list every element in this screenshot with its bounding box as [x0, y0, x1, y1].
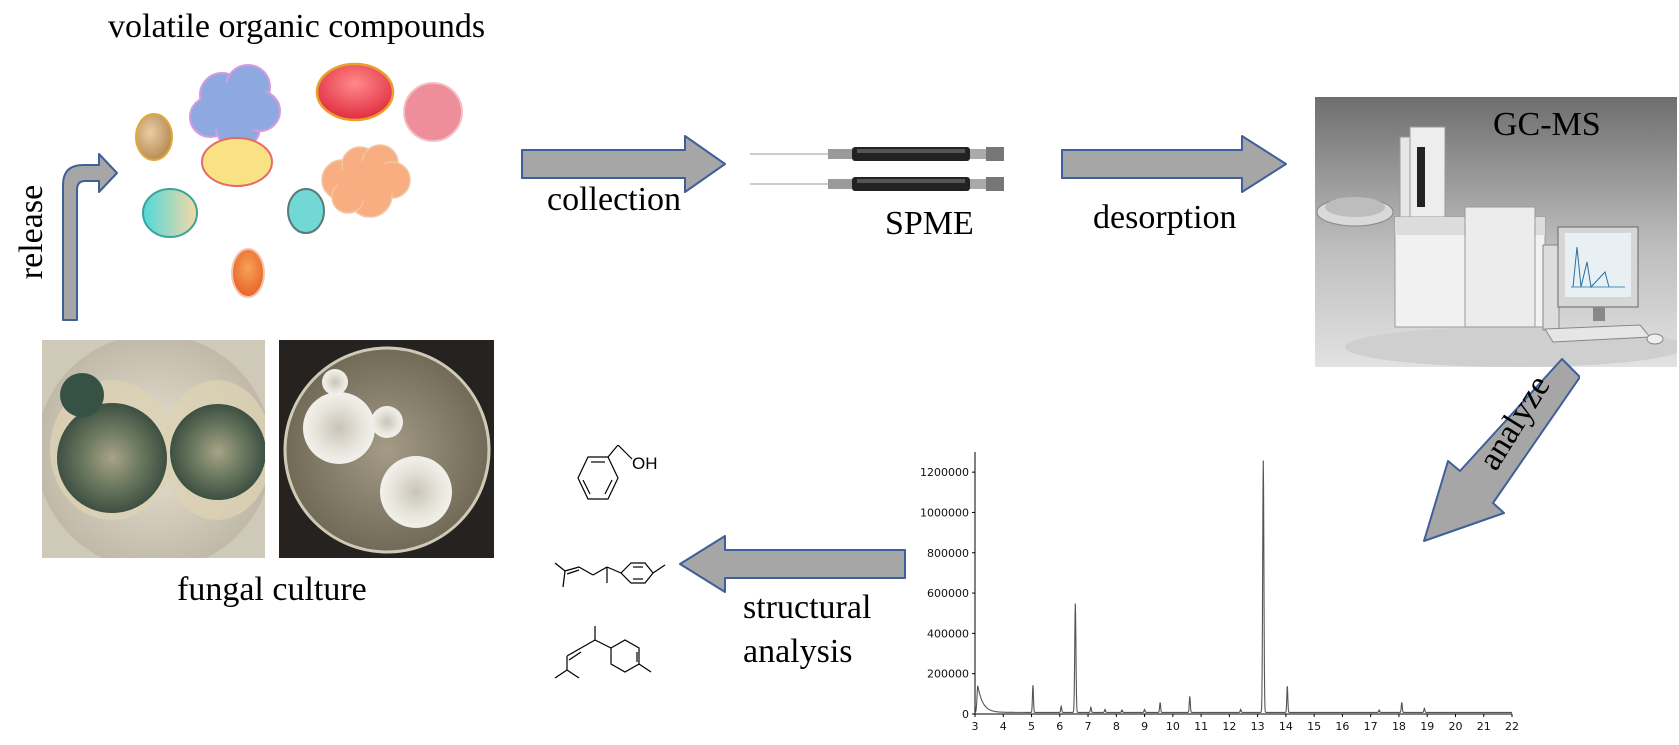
- diagram-title: volatile organic compounds: [108, 8, 486, 45]
- spme-label: SPME: [885, 205, 974, 242]
- petri-dish-photo-green: [42, 340, 265, 558]
- x-tick-label: 6: [1056, 720, 1063, 733]
- yellow-oval-blob: [201, 137, 273, 187]
- chromatogram-chart: 0 200000 400000 600000 800000 1000000 1200000 3…: [920, 452, 1519, 733]
- spme-syringe-top: [750, 147, 1004, 161]
- y-tick-label: 0: [962, 708, 969, 721]
- y-tick-label: 600000: [927, 587, 969, 600]
- x-tick-label: 19: [1420, 720, 1434, 733]
- x-tick-label: 21: [1477, 720, 1491, 733]
- x-tick-label: 13: [1251, 720, 1265, 733]
- peak-11: [1286, 687, 1288, 689]
- peak-10: [1262, 461, 1264, 463]
- peak-4: [1104, 710, 1106, 712]
- petri-dish-photo-white: [279, 340, 494, 558]
- spme-fiber-image: [750, 147, 1004, 191]
- x-tick-label: 16: [1335, 720, 1349, 733]
- peak-14: [1423, 709, 1425, 711]
- release-arrow: [62, 153, 118, 321]
- peak-6: [1143, 710, 1146, 712]
- peak-0: [1032, 686, 1034, 688]
- peak-3: [1090, 708, 1092, 710]
- hydroxyl-label: OH: [632, 454, 658, 473]
- x-tick-label: 7: [1085, 720, 1092, 733]
- release-label: release: [13, 184, 51, 280]
- red-oval-blob: [315, 62, 395, 122]
- x-tick-label: 3: [972, 720, 979, 733]
- peak-12: [1378, 710, 1380, 713]
- gcms-instrument-photo: [1315, 97, 1677, 367]
- x-tick-label: 18: [1392, 720, 1406, 733]
- y-tick-label: 1000000: [920, 506, 969, 519]
- x-tick-label: 20: [1448, 720, 1462, 733]
- x-tick-label: 22: [1505, 720, 1519, 733]
- peak-9: [1240, 710, 1242, 712]
- teal-oval-blob: [287, 188, 325, 234]
- collection-label: collection: [547, 181, 682, 218]
- x-tick-label: 11: [1194, 720, 1208, 733]
- structural-label-line2: analysis: [743, 633, 853, 670]
- voc-blob-cluster: [135, 62, 463, 298]
- y-tick-label: 200000: [927, 668, 969, 681]
- zingiberene-structure: [554, 626, 652, 679]
- desorption-arrow: [1061, 135, 1287, 193]
- analyze-arrow: [1423, 358, 1580, 542]
- ar-curcumene-structure: [554, 562, 666, 588]
- fungal-culture-label: fungal culture: [177, 571, 367, 608]
- structural-label-line1: structural: [743, 589, 872, 626]
- x-tick-label: 5: [1028, 720, 1035, 733]
- x-tick-label: 17: [1364, 720, 1378, 733]
- teal-gradient-blob: [142, 188, 198, 238]
- y-tick-label: 400000: [927, 627, 969, 640]
- peak-1: [1060, 707, 1062, 709]
- desorption-label: desorption: [1093, 199, 1237, 236]
- tan-oval-blob: [135, 113, 173, 161]
- collection-arrow: [521, 135, 726, 193]
- x-tick-label: 15: [1307, 720, 1321, 733]
- peak-7: [1159, 703, 1161, 705]
- peak-5: [1121, 710, 1123, 713]
- orange-oval-blob: [231, 248, 265, 298]
- peak-8: [1189, 697, 1191, 699]
- x-tick-label: 9: [1141, 720, 1148, 733]
- peak-2: [1074, 604, 1076, 606]
- spme-syringe-bottom: [750, 177, 1004, 191]
- blue-cloud-blob: [189, 64, 281, 150]
- peach-cloud-blob: [321, 144, 411, 218]
- y-tick-label: 800000: [927, 547, 969, 560]
- gcms-label: GC-MS: [1493, 106, 1601, 143]
- benzyl-alcohol-structure: OH: [577, 445, 658, 500]
- x-tick-label: 8: [1113, 720, 1120, 733]
- structural-analysis-arrow: [679, 535, 906, 593]
- x-tick-label: 10: [1166, 720, 1180, 733]
- x-tick-label: 14: [1279, 720, 1293, 733]
- chromatogram-trace: [974, 460, 1512, 713]
- x-tick-label: 12: [1222, 720, 1236, 733]
- y-tick-label: 1200000: [920, 466, 969, 479]
- pink-circle-blob: [403, 82, 463, 142]
- x-tick-label: 4: [1000, 720, 1007, 733]
- peak-13: [1401, 703, 1403, 705]
